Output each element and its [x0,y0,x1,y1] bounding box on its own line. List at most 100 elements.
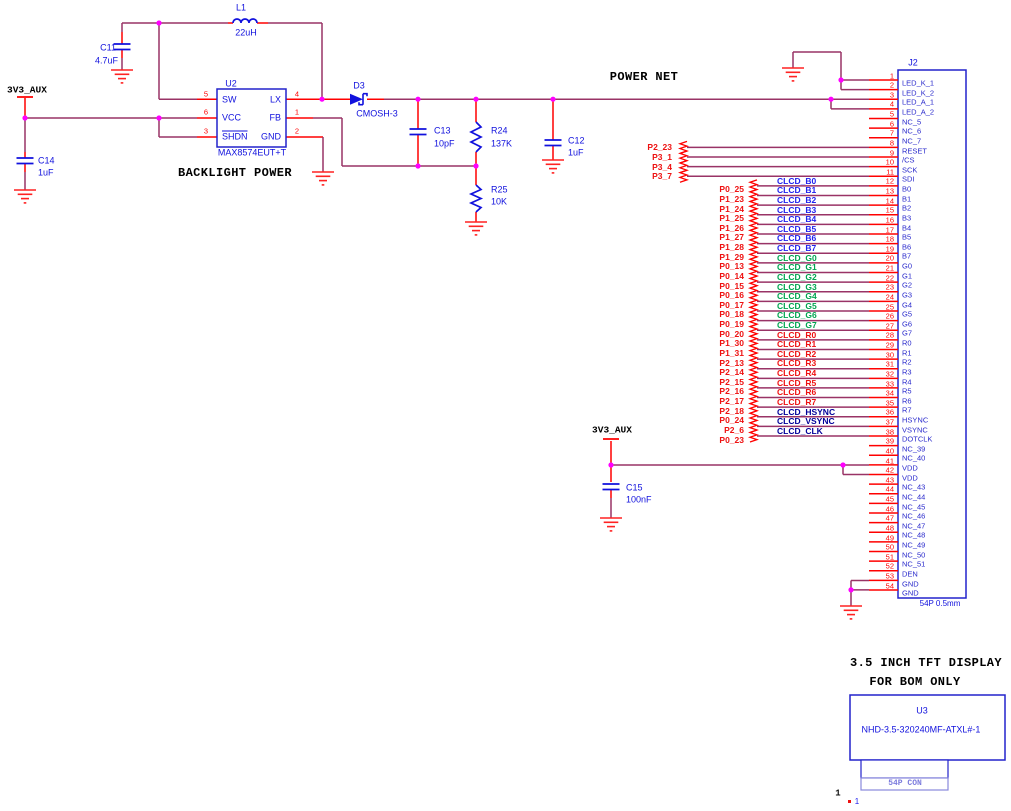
port-label: P0_16 [719,289,744,300]
net-label: CLCD_CLK [777,425,823,436]
j2-pin-name: LED_K_2 [902,88,935,98]
u2-pin-name-shdn: SHDN [222,131,248,142]
l1-value: 22uH [235,27,257,38]
u2-pin-number-2: 2 [294,126,300,136]
j2-pin-number: 12 [885,176,894,186]
junction-dot [838,77,844,83]
j2-pin-number: 36 [885,407,894,417]
u3-part-number: NHD-3.5-320240MF-ATXL#-1 [861,724,981,735]
net-label: CLCD_R3 [777,358,817,369]
port-label: P3_4 [652,161,672,172]
inductor-symbol[interactable] [232,18,258,24]
j2-pin-name: B0 [902,184,912,194]
j2-pin-name: NC_43 [902,482,926,492]
u3-box[interactable] [849,694,1006,761]
diode-cathode-bar [358,92,368,106]
net-stub-squiggle [677,169,690,183]
port-label: P1_23 [719,193,744,204]
j2-pin-number: 14 [885,195,894,205]
j2-pin-number: 29 [885,340,894,350]
j2-pin-name: R0 [902,338,912,348]
j2-footprint: 54P 0.5mm [919,599,961,608]
u3-ref: U3 [916,705,928,716]
junction-dot [848,587,854,593]
j2-pin-name: G3 [902,290,913,300]
j2-pin-number: 49 [885,532,894,542]
u2-pin-number-5: 5 [203,89,209,99]
j2-pin-name: G6 [902,319,913,329]
j2-pin-number: 11 [886,167,894,177]
j2-pin-number: 33 [885,378,894,388]
j2-pin-number: 28 [885,330,894,340]
j2-pin-number: 2 [889,80,894,90]
j2-pin-name: G5 [902,309,913,319]
diode-symbol[interactable] [350,93,363,105]
j2-pin-name: LED_A_2 [902,107,935,117]
u2-pin-name-gnd: GND [261,131,281,142]
j2-pin-number: 15 [885,205,894,215]
j2-pin-name: HSYNC [902,415,929,425]
j2-pin-number: 53 [885,571,894,581]
port-label: P2_16 [719,386,744,397]
j2-pin-number: 10 [885,157,894,167]
port-label: P3_1 [652,151,672,162]
junction-dot [473,96,479,102]
j2-pin-name: B4 [902,222,912,232]
j2-pin-name: SDI [902,174,915,184]
j2-pin-name: R3 [902,367,912,377]
j2-pin-number: 17 [885,224,894,234]
u2-pin-name-vcc: VCC [222,112,242,123]
resistor-symbol[interactable] [469,121,483,153]
j2-pin-number: 50 [885,542,894,552]
j2-pin-number: 24 [885,292,894,302]
j2-pin-number: 43 [885,475,894,485]
r24-value: 137K [491,138,513,149]
backlight-power-title: BACKLIGHT POWER [177,166,293,180]
page-number-black: 1 [835,788,841,799]
j2-pin-number: 26 [885,311,894,321]
j2-pin-name: NC_5 [902,116,922,126]
net-label: CLCD_B6 [777,233,817,244]
port-label: P3_7 [652,170,672,181]
l1-ref: L1 [235,2,247,13]
resistor-symbol[interactable] [468,184,484,213]
junction-dot [22,115,28,121]
u3-connector-tab [860,759,949,779]
junction-dot [473,163,479,169]
j2-pin-name: NC_44 [902,492,926,502]
j2-pin-number: 51 [885,552,894,561]
net-stub-squiggle [747,429,760,443]
j2-pin-number: 31 [885,359,894,369]
j2-pin-name: B6 [902,242,912,252]
port-label: P2_6 [724,424,744,435]
j2-pin-name: NC_51 [902,559,926,569]
j2-pin-number: 37 [885,417,894,427]
j2-ref: J2 [908,57,918,68]
j2-pin-name: B7 [902,251,912,261]
c14-ref: C14 [38,155,55,166]
port-label: P0_20 [719,328,744,339]
j2-pin-name: G7 [902,328,913,338]
port-label: P0_19 [719,318,744,329]
j2-pin-number: 18 [885,234,894,244]
j2-pin-number: 25 [885,301,894,311]
j2-pin-number: 9 [889,147,894,157]
j2-pin-number: 35 [885,398,894,408]
net-label: CLCD_B1 [777,185,817,196]
u2-pin-number-4: 4 [294,89,300,99]
port-label: P2_23 [647,142,672,153]
u2-box[interactable] [216,88,287,148]
page-number-blue: 1 [854,797,860,806]
j2-pin-name: LED_K_1 [902,78,935,88]
net-label: CLCD_G4 [777,290,817,301]
port-label: P2_13 [719,357,744,368]
page-mark-dot [848,800,851,803]
j2-pin-number: 21 [885,263,894,273]
c11-ref: C11 [100,42,116,53]
j2-pin-number: 1 [889,70,894,80]
port-label: P2_18 [719,405,744,416]
u2-pin-name-fb: FB [269,112,281,123]
j2-pin-name: DOTCLK [902,434,933,444]
j2-connector-box[interactable] [897,69,967,599]
j2-pin-name: G4 [902,299,913,309]
